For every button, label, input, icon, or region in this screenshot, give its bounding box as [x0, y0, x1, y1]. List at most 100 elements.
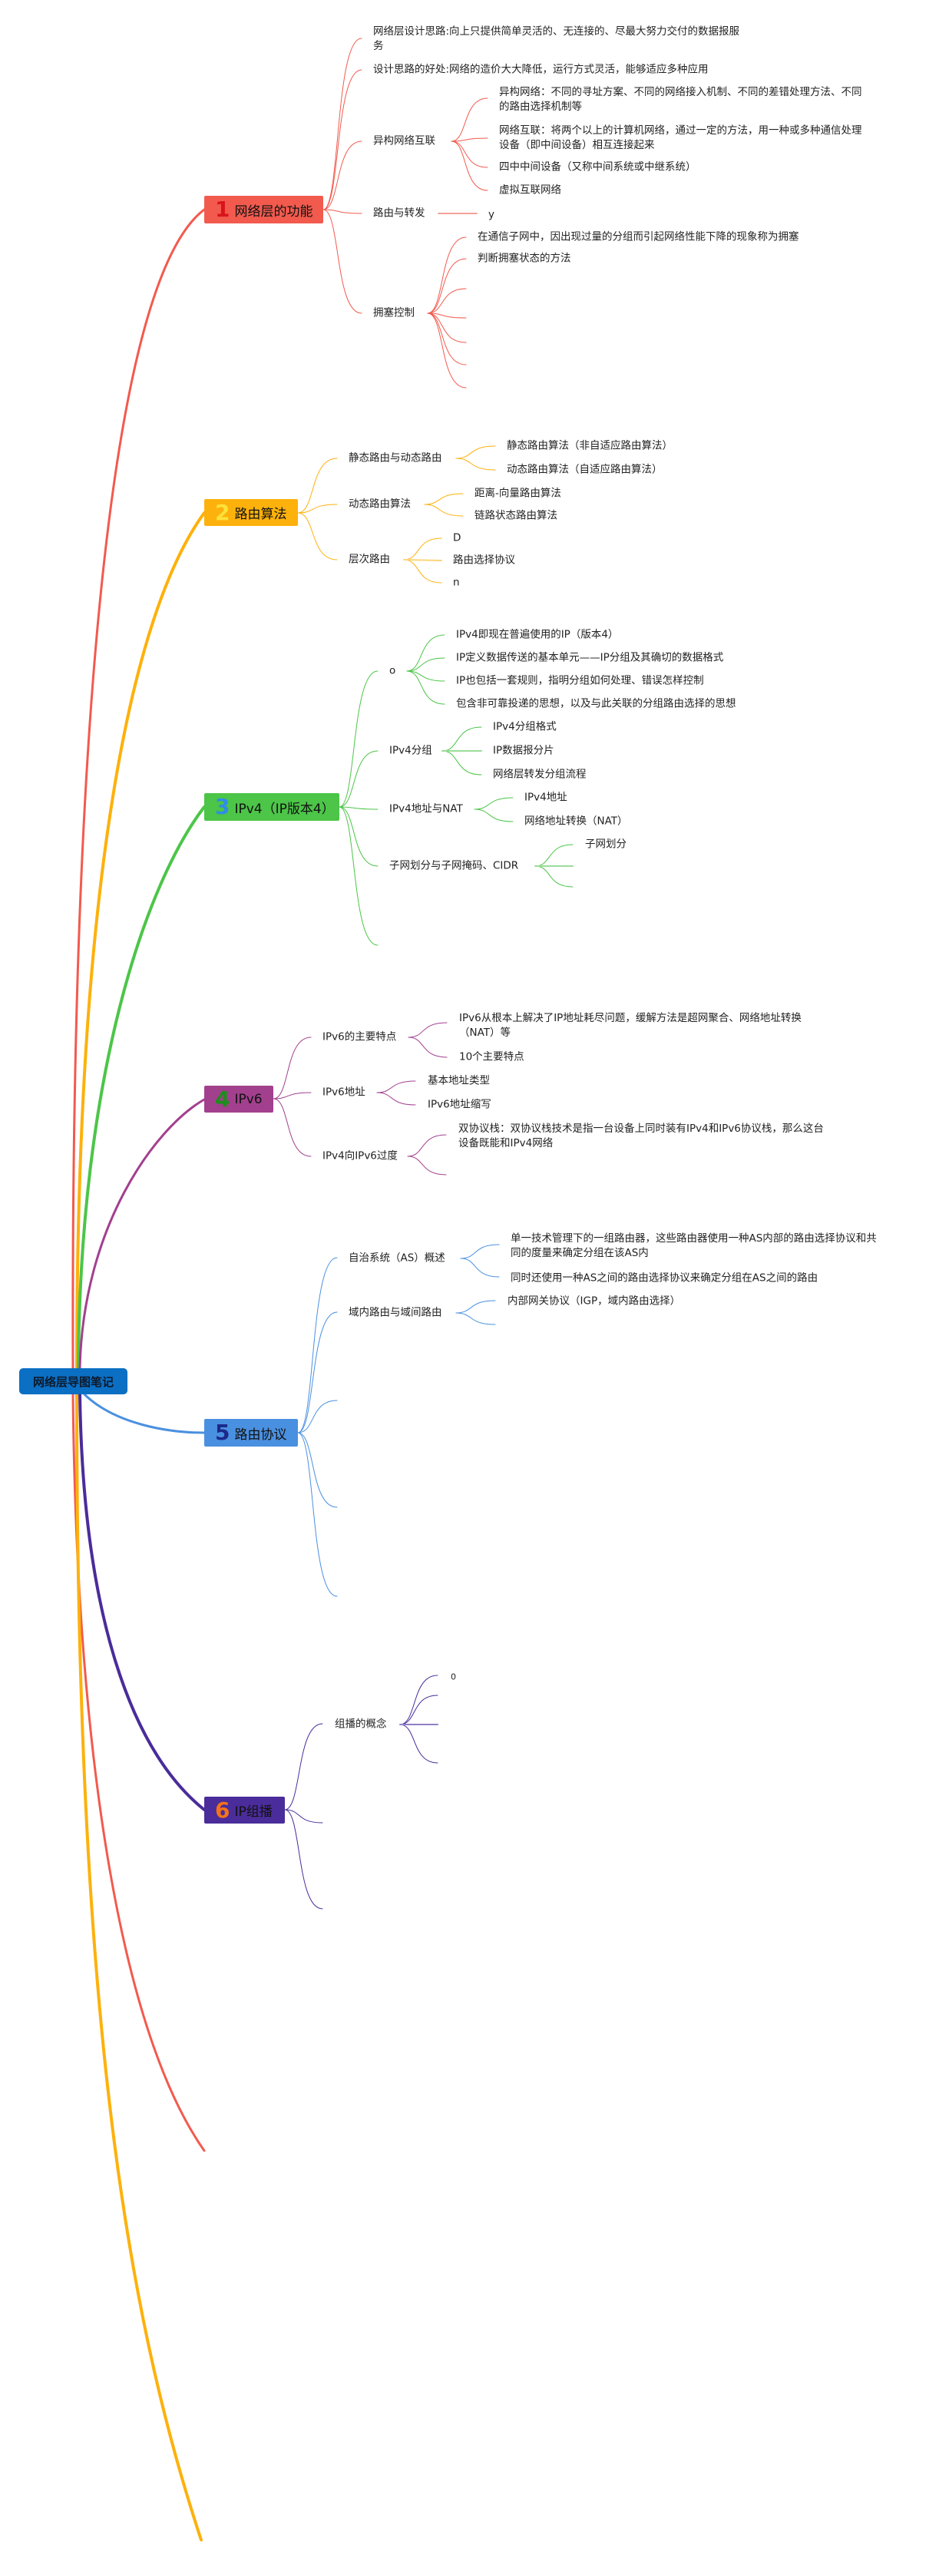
subtopic-intermediate-devices[interactable]: 四中中间设备（又称中间系统或中继系统）	[499, 160, 696, 174]
subtopic-ten-features[interactable]: 10个主要特点	[459, 1050, 524, 1063]
subtopic-dynamic-routing[interactable]: 动态路由算法（自适应路由算法）	[507, 463, 663, 476]
branch-title: IP组播	[234, 1804, 273, 1820]
connector	[322, 69, 362, 210]
topic-line: 双协议栈：双协议栈技术是指一台设备上同时装有IPv4和IPv6协议栈，那么这台	[458, 1123, 824, 1135]
connector	[322, 141, 362, 210]
connector	[427, 258, 467, 314]
connector	[403, 537, 442, 561]
subtopic-static-routing[interactable]: 静态路由算法（非自适应路由算法）	[507, 439, 673, 452]
connector	[376, 1080, 416, 1093]
topic-line: 网络层设计思路:向上只提供简单灵活的、无连接的、尽最大努力交付的数据报服	[373, 25, 740, 38]
subtopic-network-interconnect[interactable]: 网络互联：将两个以上的计算机网络，通过一定的方法，用一种或多种通信处理 设备（即…	[499, 124, 862, 153]
subtopic-nat[interactable]: 网络地址转换（NAT）	[524, 815, 628, 828]
subtopic-ipv4-address[interactable]: IPv4地址	[524, 791, 567, 804]
connector	[403, 559, 442, 561]
subtopic-ip-unit[interactable]: IP定义数据传送的基本单元——IP分组及其确切的数据格式	[456, 651, 724, 664]
connector	[339, 806, 379, 946]
main-branch-5	[83, 1393, 206, 1434]
subtopic-y[interactable]: y	[488, 208, 494, 221]
subtopic-ipv6-solves[interactable]: IPv6从根本上解决了IP地址耗尽问题，缓解方法是超网聚合、网络地址转换 （NA…	[459, 1011, 802, 1040]
topic-ipv6-features[interactable]: IPv6的主要特点	[322, 1030, 397, 1043]
subtopic-link-state[interactable]: 链路状态路由算法	[474, 509, 557, 522]
topic-o[interactable]: o	[389, 664, 396, 677]
topic-multicast-concept[interactable]: 组播的概念	[335, 1718, 387, 1731]
subtopic-d[interactable]: D	[453, 531, 461, 544]
connector	[455, 1312, 496, 1325]
subtopic-ip-rules[interactable]: IP也包括一套规则，指明分组如何处理、错误怎样控制	[456, 674, 704, 687]
branch-node-4[interactable]: 4 IPv6	[204, 1086, 273, 1113]
topic-static-dynamic-routing[interactable]: 静态路由与动态路由	[349, 451, 442, 465]
topic-intra-inter-domain[interactable]: 域内路由与域间路由	[349, 1306, 442, 1319]
topic-heterogeneous-interconnect[interactable]: 异构网络互联	[373, 134, 435, 147]
subtopic-as-definition[interactable]: 单一技术管理下的一组路由器，这些路由器使用一种AS内部的路由选择协议和共 同的度…	[511, 1232, 877, 1261]
connector	[406, 657, 445, 672]
subtopic-virtual-internet[interactable]: 虚拟互联网络	[499, 184, 561, 197]
subtopic-ipv4-intro[interactable]: IPv4即现在普遍使用的IP（版本4）	[456, 628, 619, 641]
branch-node-5[interactable]: 5 路由协议	[204, 1419, 298, 1447]
connector	[297, 1257, 338, 1433]
subtopic-congestion-detection[interactable]: 判断拥塞状态的方法	[478, 252, 571, 265]
subtopic-distance-vector[interactable]: 距离-向量路由算法	[474, 487, 561, 500]
topic-design-benefit[interactable]: 设计思路的好处:网络的造价大大降低，运行方式灵活，能够适应多种应用	[373, 63, 709, 76]
connector	[455, 445, 496, 459]
topic-routing-forwarding[interactable]: 路由与转发	[373, 207, 425, 220]
connector	[451, 137, 488, 142]
topic-autonomous-system[interactable]: 自治系统（AS）概述	[349, 1252, 445, 1265]
subtopic-inter-as-routing[interactable]: 同时还使用一种AS之间的路由选择协议来确定分组在AS之间的路由	[511, 1271, 818, 1285]
topic-ipv6-address[interactable]: IPv6地址	[322, 1086, 365, 1099]
subtopic-subnetting[interactable]: 子网划分	[585, 838, 627, 851]
topic-congestion-control[interactable]: 拥塞控制	[373, 306, 415, 319]
subtopic-dual-stack[interactable]: 双协议栈：双协议栈技术是指一台设备上同时装有IPv4和IPv6协议栈，那么这台 …	[458, 1122, 824, 1151]
subtopic-address-abbrev[interactable]: IPv6地址缩写	[428, 1098, 491, 1111]
branch-number: 4	[215, 1086, 230, 1112]
subtopic-fragmentation[interactable]: IP数据报分片	[493, 744, 554, 757]
topic-ipv4-address-nat[interactable]: IPv4地址与NAT	[389, 802, 463, 815]
topic-ipv4-to-ipv6[interactable]: IPv4向IPv6过度	[322, 1149, 398, 1162]
topic-ipv4-packet[interactable]: IPv4分组	[389, 744, 432, 757]
connector	[408, 1022, 448, 1038]
root-title: 网络层导图笔记	[32, 1374, 114, 1389]
topic-dynamic-routing-algorithm[interactable]: 动态路由算法	[349, 498, 411, 511]
connector	[297, 504, 338, 514]
topic-design-idea[interactable]: 网络层设计思路:向上只提供简单灵活的、无连接的、尽最大努力交付的数据报服 务	[373, 25, 739, 54]
topic-line: 同的度量来确定分组在该AS内	[511, 1247, 649, 1259]
topic-line: 务	[373, 40, 384, 52]
root-node[interactable]: 网络层导图笔记	[19, 1368, 127, 1394]
connector	[339, 750, 379, 808]
topic-line: 单一技术管理下的一组路由器，这些路由器使用一种AS内部的路由选择协议和共	[511, 1232, 877, 1245]
subtopic-address-types[interactable]: 基本地址类型	[428, 1074, 490, 1087]
connector	[427, 312, 467, 365]
topic-line: 异构网络：不同的寻址方案、不同的网络接入机制、不同的差错处理方法、不同	[499, 86, 862, 98]
main-branch-6	[78, 1393, 206, 1811]
connector	[339, 806, 379, 867]
connector	[455, 458, 496, 471]
connector	[460, 1258, 500, 1278]
connector	[399, 1695, 438, 1725]
connector	[273, 1098, 312, 1157]
subtopic-n[interactable]: n	[453, 576, 460, 589]
subtopic-zero[interactable]: 0	[451, 1672, 456, 1682]
subtopic-unreliable-delivery[interactable]: 包含非可靠投递的思想，以及与此关联的分组路由选择的思想	[456, 697, 736, 710]
subtopic-igp[interactable]: 内部网关协议（IGP，域内路由选择）	[508, 1295, 681, 1308]
branch-node-2[interactable]: 2 路由算法	[204, 499, 298, 526]
connector	[297, 1432, 338, 1508]
subtopic-forwarding-flow[interactable]: 网络层转发分组流程	[493, 768, 587, 781]
topic-subnetting-cidr[interactable]: 子网划分与子网掩码、CIDR	[389, 859, 519, 872]
topic-line: 的路由选择机制等	[499, 101, 582, 113]
subtopic-routing-protocol[interactable]: 路由选择协议	[453, 554, 515, 567]
branch-node-6[interactable]: 6 IP组播	[204, 1797, 285, 1824]
connector	[474, 797, 514, 810]
connector	[451, 141, 488, 168]
topic-hierarchical-routing[interactable]: 层次路由	[349, 553, 390, 566]
connector	[427, 312, 467, 319]
connector	[322, 38, 362, 210]
branch-node-1[interactable]: 1 网络层的功能	[204, 196, 323, 223]
subtopic-heterogeneous-network[interactable]: 异构网络：不同的寻址方案、不同的网络接入机制、不同的差错处理方法、不同 的路由选…	[499, 85, 862, 114]
connector	[297, 458, 338, 514]
branch-node-3[interactable]: 3 IPv4（IP版本4）	[204, 793, 339, 821]
subtopic-congestion-definition[interactable]: 在通信子网中，因出现过量的分组而引起网络性能下降的现象称为拥塞	[478, 230, 799, 243]
subtopic-packet-format[interactable]: IPv4分组格式	[493, 720, 557, 733]
connector	[474, 809, 514, 822]
connector	[406, 634, 445, 672]
